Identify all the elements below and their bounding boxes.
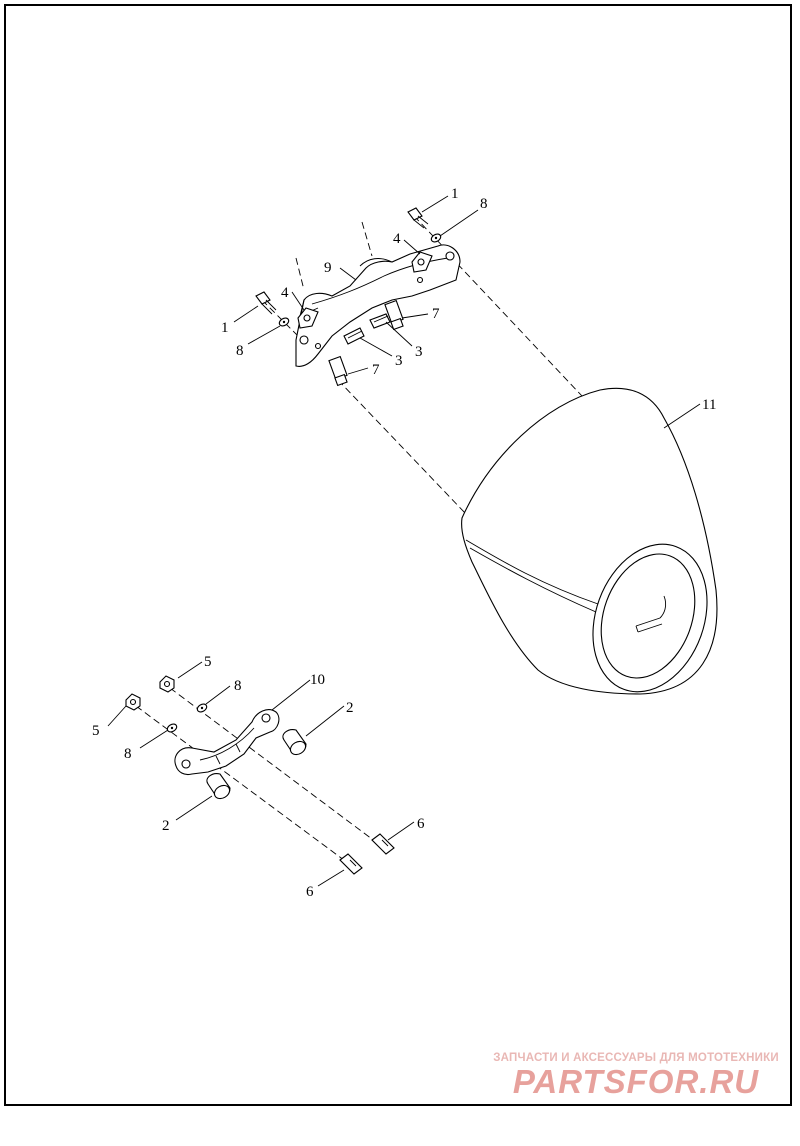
flange-bolt-lower <box>328 355 348 387</box>
watermark-brand-logo: PARTSFOR.RU <box>512 1063 760 1100</box>
callout-6-upper: 6 <box>417 816 425 832</box>
rubber-mount-left <box>206 773 231 800</box>
bracket-hole-1 <box>299 335 309 345</box>
callout-4-left: 4 <box>281 285 289 301</box>
callout-1-left: 1 <box>221 320 229 336</box>
screw-left <box>255 291 277 315</box>
watermark-tagline: ЗАПЧАСТИ И АКСЕССУАРЫ ДЛЯ МОТОТЕХНИКИ <box>493 1052 779 1064</box>
rubber-mount-right <box>282 729 307 756</box>
assembly-line-lower-1 <box>169 687 385 849</box>
callout-5-upper: 5 <box>204 654 212 670</box>
callout-3-right: 3 <box>415 344 423 360</box>
assembly-line-bracket-left <box>295 257 305 291</box>
insert-right <box>369 313 391 329</box>
callout-9: 9 <box>324 260 332 276</box>
lower-washer-lower <box>166 723 178 733</box>
assembly-line-upper-left <box>337 379 467 515</box>
watermark: ЗАПЧАСТИ И АКСЕССУАРЫ ДЛЯ МОТОТЕХНИКИ PA… <box>486 1052 786 1100</box>
callout-4-right: 4 <box>393 231 401 247</box>
callout-10: 10 <box>310 672 325 688</box>
leader-lines <box>107 195 701 887</box>
socket-screw-lower <box>339 853 363 875</box>
callout-6-lower: 6 <box>306 884 314 900</box>
acorn-nut-lower <box>125 693 141 711</box>
socket-screw-upper <box>371 833 395 855</box>
lower-bracket-plate <box>174 709 280 776</box>
callout-5-lower: 5 <box>92 723 100 739</box>
callout-8-top: 8 <box>480 196 488 212</box>
callout-2-left: 2 <box>162 818 170 834</box>
clip-nut-right <box>411 251 433 273</box>
lower-mounting-bracket <box>174 709 280 776</box>
clip-nut-left <box>297 307 319 329</box>
lower-washer-upper <box>196 703 208 713</box>
screw-right <box>407 207 429 229</box>
flange-bolt-upper <box>384 299 404 331</box>
nacelle-seam-line-2 <box>469 547 597 613</box>
nacelle-seam-line <box>465 539 599 605</box>
bracket-hole-4 <box>314 342 322 350</box>
callout-labels: 1 8 4 9 4 1 8 7 3 3 7 11 5 8 10 5 8 2 2 … <box>92 186 716 900</box>
nacelle-opening-inner <box>600 553 696 679</box>
washer-left <box>278 317 290 327</box>
assembly-line-upper-right <box>449 255 583 397</box>
assembly-line-bracket-top <box>361 221 373 257</box>
callout-3-left: 3 <box>395 353 403 369</box>
bracket-hole-2 <box>445 251 455 261</box>
assembly-line-lower-2 <box>135 705 353 867</box>
callout-8-left: 8 <box>236 343 244 359</box>
callout-8-lower-upper: 8 <box>234 678 242 694</box>
bracket-plate <box>295 244 461 367</box>
callout-8-lower-lower: 8 <box>124 746 132 762</box>
callout-2-right: 2 <box>346 700 354 716</box>
acorn-nut-upper <box>159 675 175 693</box>
callout-1-top: 1 <box>451 186 459 202</box>
assembly-line-bolt-left <box>261 299 301 339</box>
insert-left <box>343 327 365 345</box>
callout-11: 11 <box>702 397 716 413</box>
callout-7-lower: 7 <box>372 362 380 378</box>
headlamp-nacelle <box>461 387 718 695</box>
bracket-hole-3 <box>416 276 424 284</box>
nacelle-inner-stud <box>635 595 667 633</box>
callout-7-upper: 7 <box>432 306 440 322</box>
bracket-tab-top <box>359 258 393 267</box>
